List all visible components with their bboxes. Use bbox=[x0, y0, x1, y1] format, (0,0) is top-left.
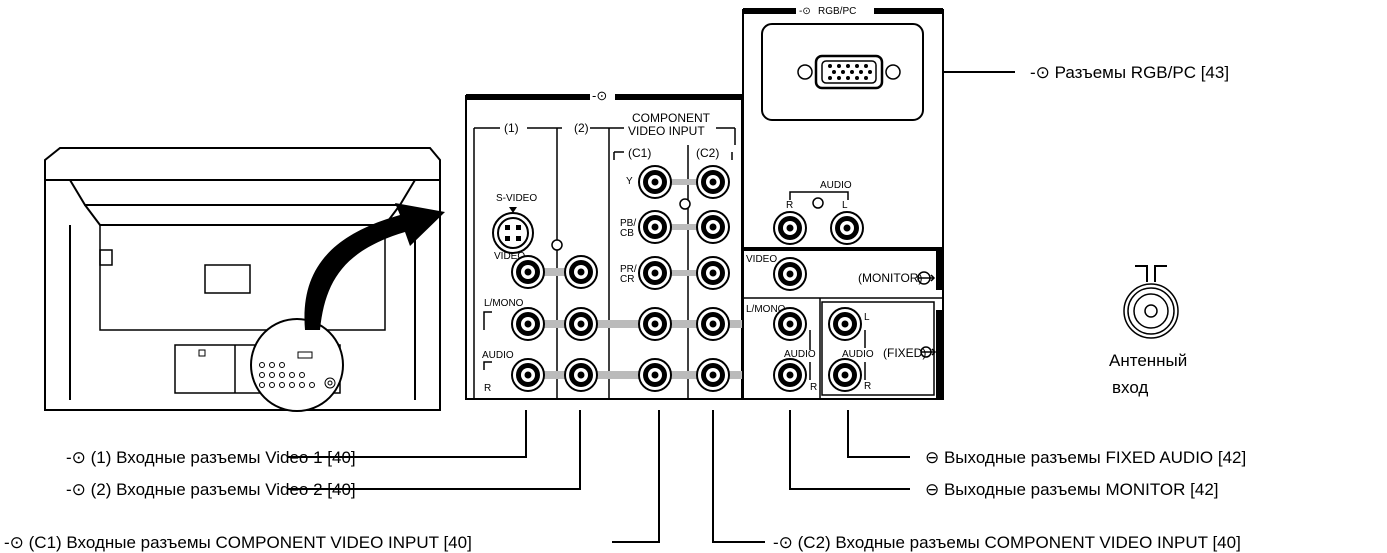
rgb-l-label: L bbox=[842, 200, 848, 211]
callout-video1: -⊙ (1) Входные разъемы Video 1 [40] bbox=[66, 448, 356, 467]
c2-r-jack bbox=[696, 358, 730, 392]
fixed-l-label: L bbox=[864, 312, 870, 323]
monitor-lmono-label: L/MONO bbox=[746, 304, 786, 315]
callout-monitor: ⊖ Выходные разъемы MONITOR [42] bbox=[925, 480, 1219, 499]
rgb-audio-label: AUDIO bbox=[820, 180, 852, 191]
tv-back-illustration bbox=[44, 147, 441, 412]
rgb-input-symbol: -⊙ bbox=[799, 6, 811, 17]
s-video-label: S-VIDEO bbox=[496, 193, 537, 204]
pr-label-2: CR bbox=[620, 274, 634, 285]
c2-pb-jack bbox=[696, 210, 730, 244]
antenna-input: Антенный вход bbox=[1109, 265, 1187, 397]
panel-input-symbol: -⊙ bbox=[592, 88, 607, 103]
rgb-audio-r-jack bbox=[773, 211, 807, 245]
video2-jack bbox=[564, 255, 598, 289]
video-label: VIDEO bbox=[494, 251, 525, 262]
input-panel: -⊙ (1) (2) COMPONENT VIDEO INPUT (C1) (C… bbox=[465, 88, 780, 400]
rgb-pc-label: RGB/PC bbox=[818, 6, 856, 17]
c1-l-jack bbox=[638, 307, 672, 341]
c1-pb-jack bbox=[638, 210, 672, 244]
callout-c1: -⊙ (C1) Входные разъемы COMPONENT VIDEO … bbox=[4, 533, 472, 552]
fixed-l-jack bbox=[828, 307, 862, 341]
rgb-r-label: R bbox=[786, 200, 793, 211]
pb-label-2: CB bbox=[620, 228, 634, 239]
callout-video2: -⊙ (2) Входные разъемы Video 2 [40] bbox=[66, 480, 356, 499]
monitor-l-jack bbox=[773, 307, 807, 341]
monitor-r-label: R bbox=[810, 382, 817, 393]
c1-label: (C1) bbox=[628, 146, 651, 160]
monitor-video-label: VIDEO bbox=[746, 254, 777, 265]
fixed-audio-label: AUDIO bbox=[842, 349, 874, 360]
r1-jack bbox=[511, 358, 545, 392]
c1-r-jack bbox=[638, 358, 672, 392]
vga-connector bbox=[814, 54, 884, 90]
c2-l-jack bbox=[696, 307, 730, 341]
l-mono2-jack bbox=[564, 307, 598, 341]
zoom-arrow bbox=[304, 203, 445, 330]
r-label-1: R bbox=[484, 383, 491, 394]
callout-c2: -⊙ (C2) Входные разъемы COMPONENT VIDEO … bbox=[773, 533, 1241, 552]
group2-label: (2) bbox=[574, 121, 589, 135]
pb-label-1: PB/ bbox=[620, 218, 636, 229]
l-mono1-jack bbox=[511, 307, 545, 341]
c2-y-jack bbox=[696, 165, 730, 199]
fixed-label: (FIXED) bbox=[883, 346, 926, 360]
s-video-jack bbox=[492, 212, 534, 254]
r2-jack bbox=[564, 358, 598, 392]
video1-jack bbox=[511, 255, 545, 289]
monitor-audio-label: AUDIO bbox=[784, 349, 816, 360]
audio-label-1: AUDIO bbox=[482, 350, 514, 361]
rgb-pc-panel: -⊙ RGB/PC AUDIO R L bbox=[742, 3, 944, 249]
group1-label: (1) bbox=[504, 121, 519, 135]
monitor-r-jack bbox=[773, 358, 807, 392]
callout-fixed-audio: ⊖ Выходные разъемы FIXED AUDIO [42] bbox=[925, 448, 1246, 467]
fixed-r-jack bbox=[828, 358, 862, 392]
monitor-label: (MONITOR) bbox=[858, 271, 922, 285]
monitor-video-jack bbox=[773, 257, 807, 291]
c1-y-jack bbox=[638, 165, 672, 199]
antenna-label-line2: вход bbox=[1112, 378, 1148, 397]
fixed-r-label: R bbox=[864, 381, 871, 392]
leader-lines bbox=[287, 71, 1015, 543]
y-label: Y bbox=[626, 176, 633, 187]
c2-label: (C2) bbox=[696, 146, 719, 160]
l-mono-label: L/MONO bbox=[484, 298, 524, 309]
pr-label-1: PR/ bbox=[620, 264, 637, 275]
callout-rgb-pc: -⊙ Разъемы RGB/PC [43] bbox=[1030, 63, 1229, 82]
component-label-line1: COMPONENT bbox=[632, 111, 711, 125]
antenna-label-line1: Антенный bbox=[1109, 351, 1187, 370]
component-label-line2: VIDEO INPUT bbox=[628, 124, 705, 138]
c1-pr-jack bbox=[638, 256, 672, 290]
output-panel: VIDEO (MONITOR) L/MONO AUDIO R L AUDIO R… bbox=[742, 249, 944, 400]
rgb-audio-l-jack bbox=[830, 211, 864, 245]
c2-pr-jack bbox=[696, 256, 730, 290]
